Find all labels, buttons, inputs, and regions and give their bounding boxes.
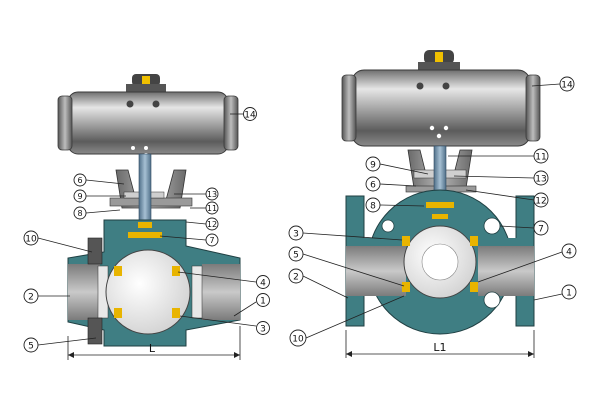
callout-8: 8 bbox=[370, 202, 376, 212]
callout-4: 4 bbox=[260, 279, 266, 289]
left-valve-drawing: L 14 6 9 8 13 11 12 bbox=[23, 74, 270, 360]
callout-10: 10 bbox=[292, 335, 304, 345]
callout-8: 8 bbox=[77, 209, 82, 218]
callout-7: 7 bbox=[538, 225, 544, 235]
right-valve-body bbox=[345, 189, 535, 335]
callout-5: 5 bbox=[28, 342, 34, 352]
callout-9: 9 bbox=[77, 192, 82, 201]
left-dimension: L bbox=[67, 326, 241, 360]
callout-3: 3 bbox=[260, 325, 266, 335]
callout-7: 7 bbox=[209, 236, 214, 245]
callout-11: 11 bbox=[535, 153, 546, 163]
callout-1: 1 bbox=[260, 297, 266, 307]
callout-12: 12 bbox=[207, 220, 217, 229]
callout-3: 3 bbox=[293, 230, 299, 240]
dimension-label-L1: L1 bbox=[433, 341, 446, 354]
left-callouts: 14 6 9 8 13 11 12 7 10 bbox=[23, 107, 270, 353]
callout-10: 10 bbox=[25, 235, 37, 245]
callout-2: 2 bbox=[293, 273, 299, 283]
callout-11: 11 bbox=[207, 204, 217, 213]
callout-13: 13 bbox=[535, 175, 546, 185]
callout-6: 6 bbox=[77, 176, 82, 185]
callout-14: 14 bbox=[244, 111, 256, 121]
right-callouts: 14 11 9 13 6 12 8 7 3 bbox=[288, 76, 577, 347]
callout-5: 5 bbox=[293, 251, 299, 261]
callout-12: 12 bbox=[535, 197, 546, 207]
right-dimension: L1 bbox=[345, 330, 535, 358]
right-valve-drawing: L1 14 11 9 13 6 12 8 bbox=[288, 50, 577, 358]
left-valve-body bbox=[67, 219, 241, 347]
callout-6: 6 bbox=[370, 181, 376, 191]
callout-14: 14 bbox=[561, 81, 573, 91]
callout-4: 4 bbox=[566, 248, 572, 258]
right-actuator bbox=[341, 50, 541, 147]
callout-9: 9 bbox=[370, 161, 376, 171]
callout-13: 13 bbox=[207, 190, 217, 199]
callout-2: 2 bbox=[28, 293, 34, 303]
left-actuator bbox=[57, 74, 239, 157]
callout-1: 1 bbox=[566, 289, 572, 299]
dimension-label-L: L bbox=[149, 342, 156, 355]
